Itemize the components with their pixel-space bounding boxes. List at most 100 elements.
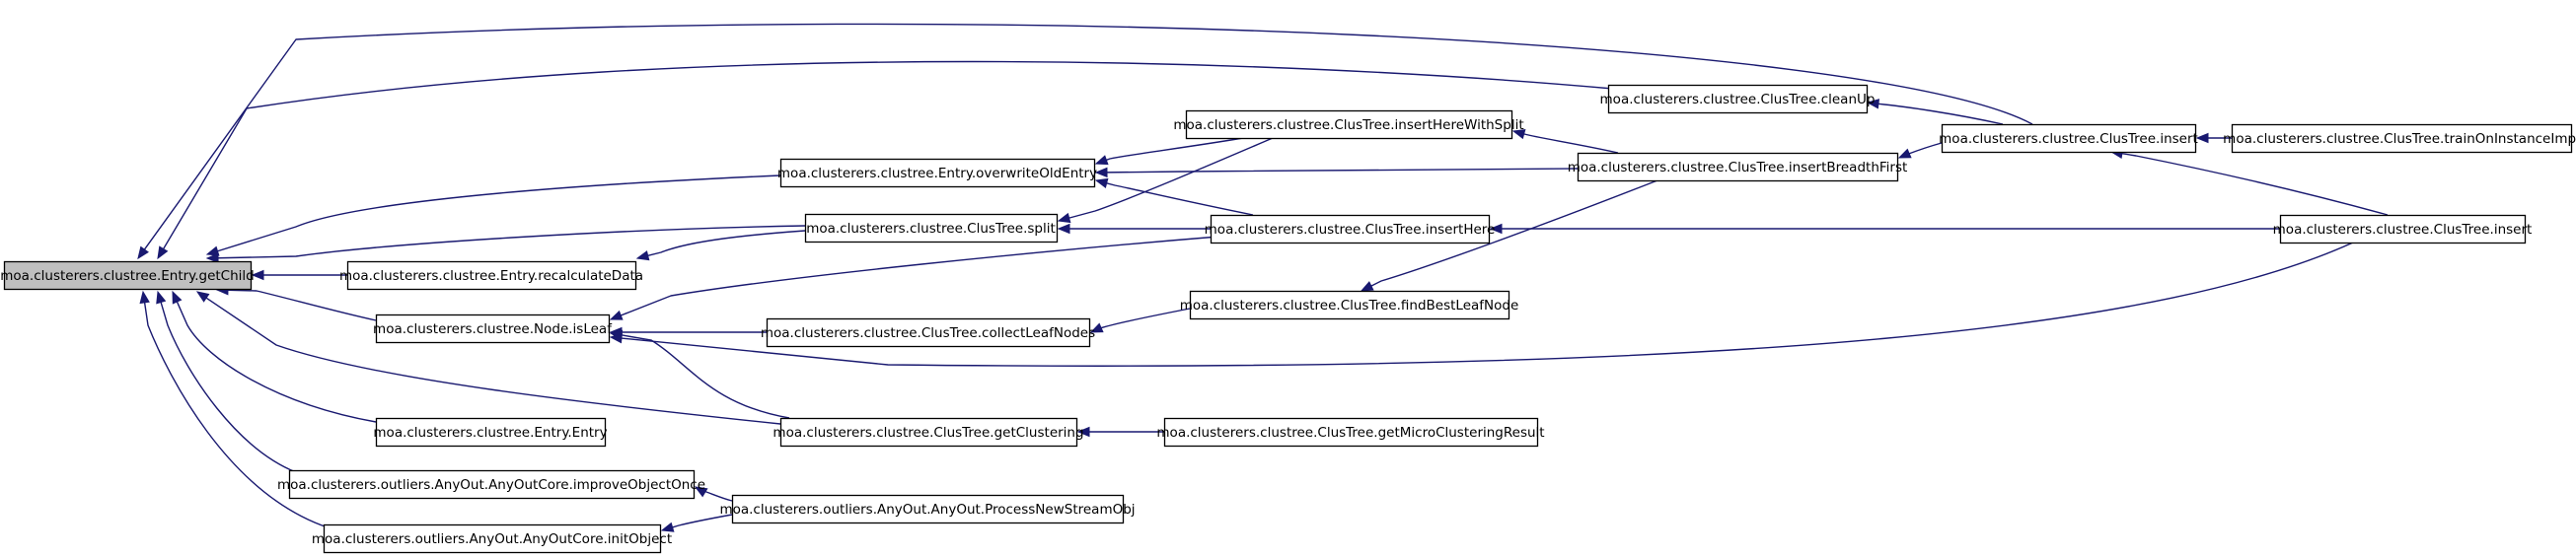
edge-line [2121, 153, 2389, 216]
node-initObject[interactable]: moa.clusterers.outliers.AnyOut.AnyOutCor… [312, 523, 672, 554]
node-box[interactable] [2279, 214, 2527, 244]
node-insertBreadthFirst[interactable]: moa.clusterers.clustree.ClusTree.insertB… [1568, 152, 1908, 182]
arrowhead-icon [1360, 281, 1374, 292]
node-box[interactable] [375, 313, 611, 344]
node-label: moa.clusterers.clustree.ClusTree.findBes… [1180, 298, 1519, 313]
edge-processNewStreamObj-to-initObject [660, 514, 733, 532]
arrowhead-icon [1866, 99, 1880, 109]
node-box[interactable] [1163, 417, 1539, 448]
arrowhead-icon [694, 486, 708, 498]
arrowhead-icon [156, 290, 167, 305]
arrowhead-icon [137, 245, 149, 260]
edge-overwriteOldEntry-to-getChild [205, 174, 781, 256]
node-label: moa.clusterers.outliers.AnyOut.AnyOut.Pr… [719, 502, 1135, 518]
node-box[interactable] [766, 317, 1091, 348]
node-isLeaf[interactable]: moa.clusterers.clustree.Node.isLeaf [373, 313, 613, 344]
node-box[interactable] [3, 260, 253, 291]
node-box[interactable] [1185, 109, 1513, 140]
arrowhead-icon [1511, 128, 1526, 140]
node-box[interactable] [346, 260, 637, 291]
node-findBestLeafNode[interactable]: moa.clusterers.clustree.ClusTree.findBes… [1180, 290, 1519, 320]
node-box[interactable] [323, 523, 662, 554]
node-box[interactable] [779, 417, 1078, 448]
arrowhead-icon [157, 245, 169, 260]
node-processNewStreamObj[interactable]: moa.clusterers.outliers.AnyOut.AnyOut.Pr… [719, 494, 1136, 524]
node-insertB[interactable]: moa.clusterers.clustree.ClusTree.insert [2273, 214, 2533, 244]
edge-line [672, 514, 733, 528]
node-getClustering[interactable]: moa.clusterers.clustree.ClusTree.getClus… [773, 417, 1084, 448]
node-box[interactable] [1210, 214, 1491, 244]
node-split[interactable]: moa.clusterers.clustree.ClusTree.split [804, 213, 1059, 244]
edge-line [1099, 308, 1191, 329]
arrowhead-icon [1057, 212, 1071, 224]
node-insertHere[interactable]: moa.clusterers.clustree.ClusTree.insertH… [1205, 214, 1496, 244]
arrowhead-icon [1897, 148, 1912, 159]
edge-insertHereWithSplit-to-split [1057, 137, 1274, 224]
node-box[interactable] [288, 469, 696, 500]
edge-line [143, 23, 2033, 250]
edge-processNewStreamObj-to-improveObjectOnce [694, 486, 733, 502]
node-entryCtor[interactable]: moa.clusterers.clustree.Entry.Entry [373, 417, 608, 448]
node-box[interactable] [1941, 123, 2197, 154]
edge-line [1068, 137, 1274, 219]
arrowhead-icon [609, 310, 624, 320]
node-overwriteOldEntry[interactable]: moa.clusterers.clustree.Entry.overwriteO… [777, 158, 1097, 188]
arrowhead-icon [1094, 177, 1109, 188]
edge-line [1106, 137, 1244, 161]
edge-line [176, 301, 377, 423]
node-insertHereWithSplit[interactable]: moa.clusterers.clustree.ClusTree.insertH… [1173, 109, 1524, 140]
edge-getClustering-to-isLeaf [609, 329, 790, 419]
node-box[interactable] [375, 417, 607, 448]
edge-line [647, 230, 806, 257]
node-label: moa.clusterers.clustree.ClusTree.insert [1939, 131, 2198, 147]
node-getMicroClusteringResult[interactable]: moa.clusterers.clustree.ClusTree.getMicr… [1156, 417, 1545, 448]
node-box[interactable] [1577, 152, 1899, 182]
node-box[interactable] [1189, 290, 1510, 320]
node-label: moa.clusterers.clustree.Entry.getChild [0, 268, 255, 284]
node-box[interactable] [1607, 84, 1869, 114]
arrowhead-icon [660, 522, 675, 532]
node-label: moa.clusterers.clustree.ClusTree.trainOn… [2223, 131, 2576, 147]
node-improveObjectOnce[interactable]: moa.clusterers.outliers.AnyOut.AnyOutCor… [277, 469, 705, 500]
node-recalculateData[interactable]: moa.clusterers.clustree.Entry.recalculat… [339, 260, 643, 291]
arrowhead-icon [205, 245, 220, 256]
edge-insertB-to-insertA [2109, 148, 2389, 216]
edge-insertBreadthFirst-to-findBestLeafNode [1360, 179, 1658, 292]
node-cleanUp[interactable]: moa.clusterers.clustree.ClusTree.cleanUp [1600, 84, 1876, 114]
edge-insertBreadthFirst-to-insertHereWithSplit [1511, 128, 1619, 154]
edge-getClustering-to-getChild [195, 291, 781, 425]
arrowhead-icon [1094, 167, 1108, 178]
node-label: moa.clusterers.clustree.ClusTree.cleanUp [1600, 92, 1876, 107]
edge-line [620, 236, 1219, 316]
edge-insertHereWithSplit-to-overwriteOldEntry [1094, 137, 1244, 166]
edge-line [163, 60, 1614, 249]
node-label: moa.clusterers.outliers.AnyOut.AnyOutCor… [277, 477, 705, 493]
node-label: moa.clusterers.outliers.AnyOut.AnyOutCor… [312, 531, 672, 547]
arrowhead-icon [1076, 426, 1090, 438]
node-label: moa.clusterers.clustree.ClusTree.insertH… [1173, 117, 1523, 133]
edge-line [621, 242, 2354, 367]
arrowhead-icon [1089, 322, 1104, 333]
node-box[interactable] [2231, 123, 2573, 154]
edge-line [205, 297, 781, 425]
node-box[interactable] [804, 213, 1059, 244]
node-collectLeafNodes[interactable]: moa.clusterers.clustree.ClusTree.collect… [761, 317, 1095, 348]
node-box[interactable] [779, 158, 1096, 188]
node-getChild[interactable]: moa.clusterers.clustree.Entry.getChild [0, 260, 255, 291]
node-label: moa.clusterers.clustree.ClusTree.split [806, 221, 1056, 237]
node-box[interactable] [731, 494, 1125, 524]
edge-recalculateData-to-getChild [251, 269, 347, 281]
node-label: moa.clusterers.clustree.Entry.recalculat… [339, 268, 643, 284]
edge-improveObjectOnce-to-getChild [156, 290, 297, 473]
edge-split-to-getChild [205, 225, 806, 263]
arrowhead-icon [205, 252, 219, 263]
node-label: moa.clusterers.clustree.Node.isLeaf [373, 321, 613, 337]
node-label: moa.clusterers.clustree.Entry.overwriteO… [777, 166, 1097, 181]
node-insertA[interactable]: moa.clusterers.clustree.ClusTree.insert [1939, 123, 2198, 154]
node-trainOnInstanceImpl[interactable]: moa.clusterers.clustree.ClusTree.trainOn… [2223, 123, 2576, 154]
edge-split-to-recalculateData [635, 230, 806, 261]
node-label: moa.clusterers.clustree.ClusTree.collect… [761, 325, 1095, 341]
edge-insertA-to-cleanUp [1866, 99, 2004, 125]
node-label: moa.clusterers.clustree.ClusTree.getMicr… [1156, 425, 1544, 441]
node-label: moa.clusterers.clustree.ClusTree.insertH… [1205, 222, 1496, 238]
